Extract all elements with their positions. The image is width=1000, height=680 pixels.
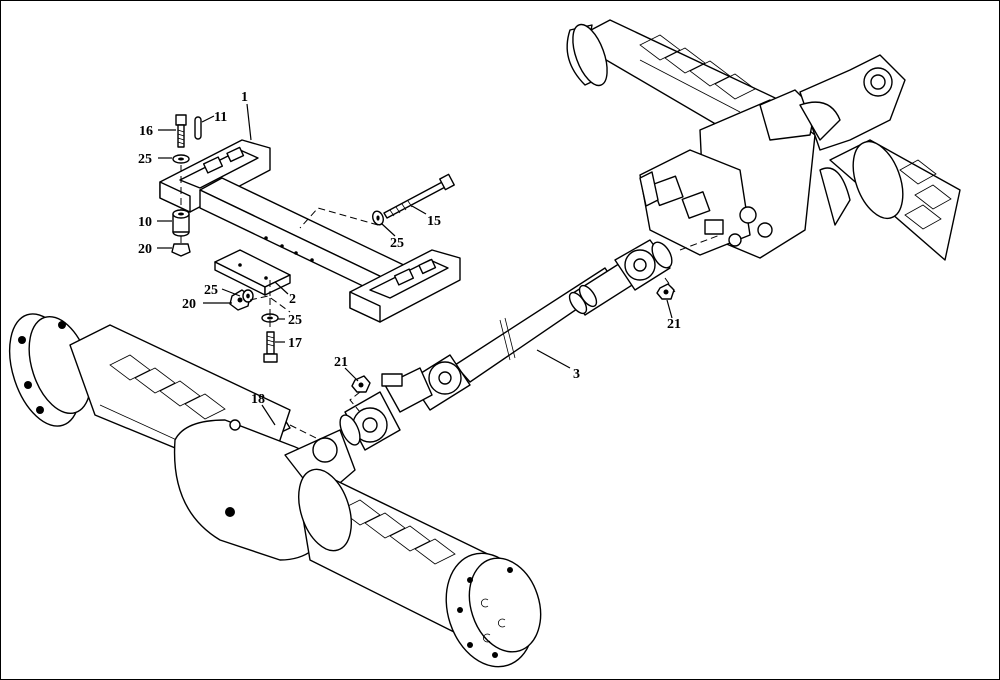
- callout-11: 11: [214, 110, 227, 125]
- washer-25c: [242, 289, 254, 303]
- callout-20-lower: 20: [182, 297, 196, 312]
- callout-20-upper: 20: [138, 242, 152, 257]
- callout-18: 18: [251, 392, 265, 407]
- callout-17: 17: [288, 336, 302, 351]
- callout-25-plate: 25: [204, 283, 218, 298]
- callout-21-rear: 21: [667, 317, 681, 332]
- callout-21-front: 21: [334, 355, 348, 370]
- assembly-lines: [180, 165, 721, 441]
- callout-1: 1: [241, 90, 248, 105]
- callout-16: 16: [139, 124, 153, 139]
- callout-labels: 1 11 16 25 10 20 15 25 25 2 20 25 17 21 …: [138, 90, 681, 407]
- callout-25-bolt: 25: [390, 236, 404, 251]
- bolt-17: [263, 331, 278, 363]
- callout-25-upper: 25: [138, 152, 152, 167]
- nut-21b: [656, 283, 675, 300]
- rear-axle-assembly: [566, 19, 961, 261]
- washer-25b: [372, 210, 384, 226]
- bolt-15: [383, 173, 455, 219]
- nut-20a: [171, 243, 191, 257]
- bolt-16: [175, 114, 187, 148]
- callout-3: 3: [573, 367, 580, 382]
- washer-25a: [172, 154, 190, 164]
- callout-15: 15: [427, 214, 441, 229]
- leader-lines: [157, 103, 673, 426]
- mounting-frame: [159, 139, 461, 323]
- pin-11: [194, 116, 202, 140]
- callout-25-lower: 25: [288, 313, 302, 328]
- callout-10: 10: [138, 215, 152, 230]
- callout-2: 2: [289, 292, 296, 307]
- spacer-plate: [214, 249, 291, 296]
- drive-shaft-3: [339, 239, 673, 451]
- bushing-10: [172, 209, 190, 237]
- front-axle-assembly: [8, 313, 542, 668]
